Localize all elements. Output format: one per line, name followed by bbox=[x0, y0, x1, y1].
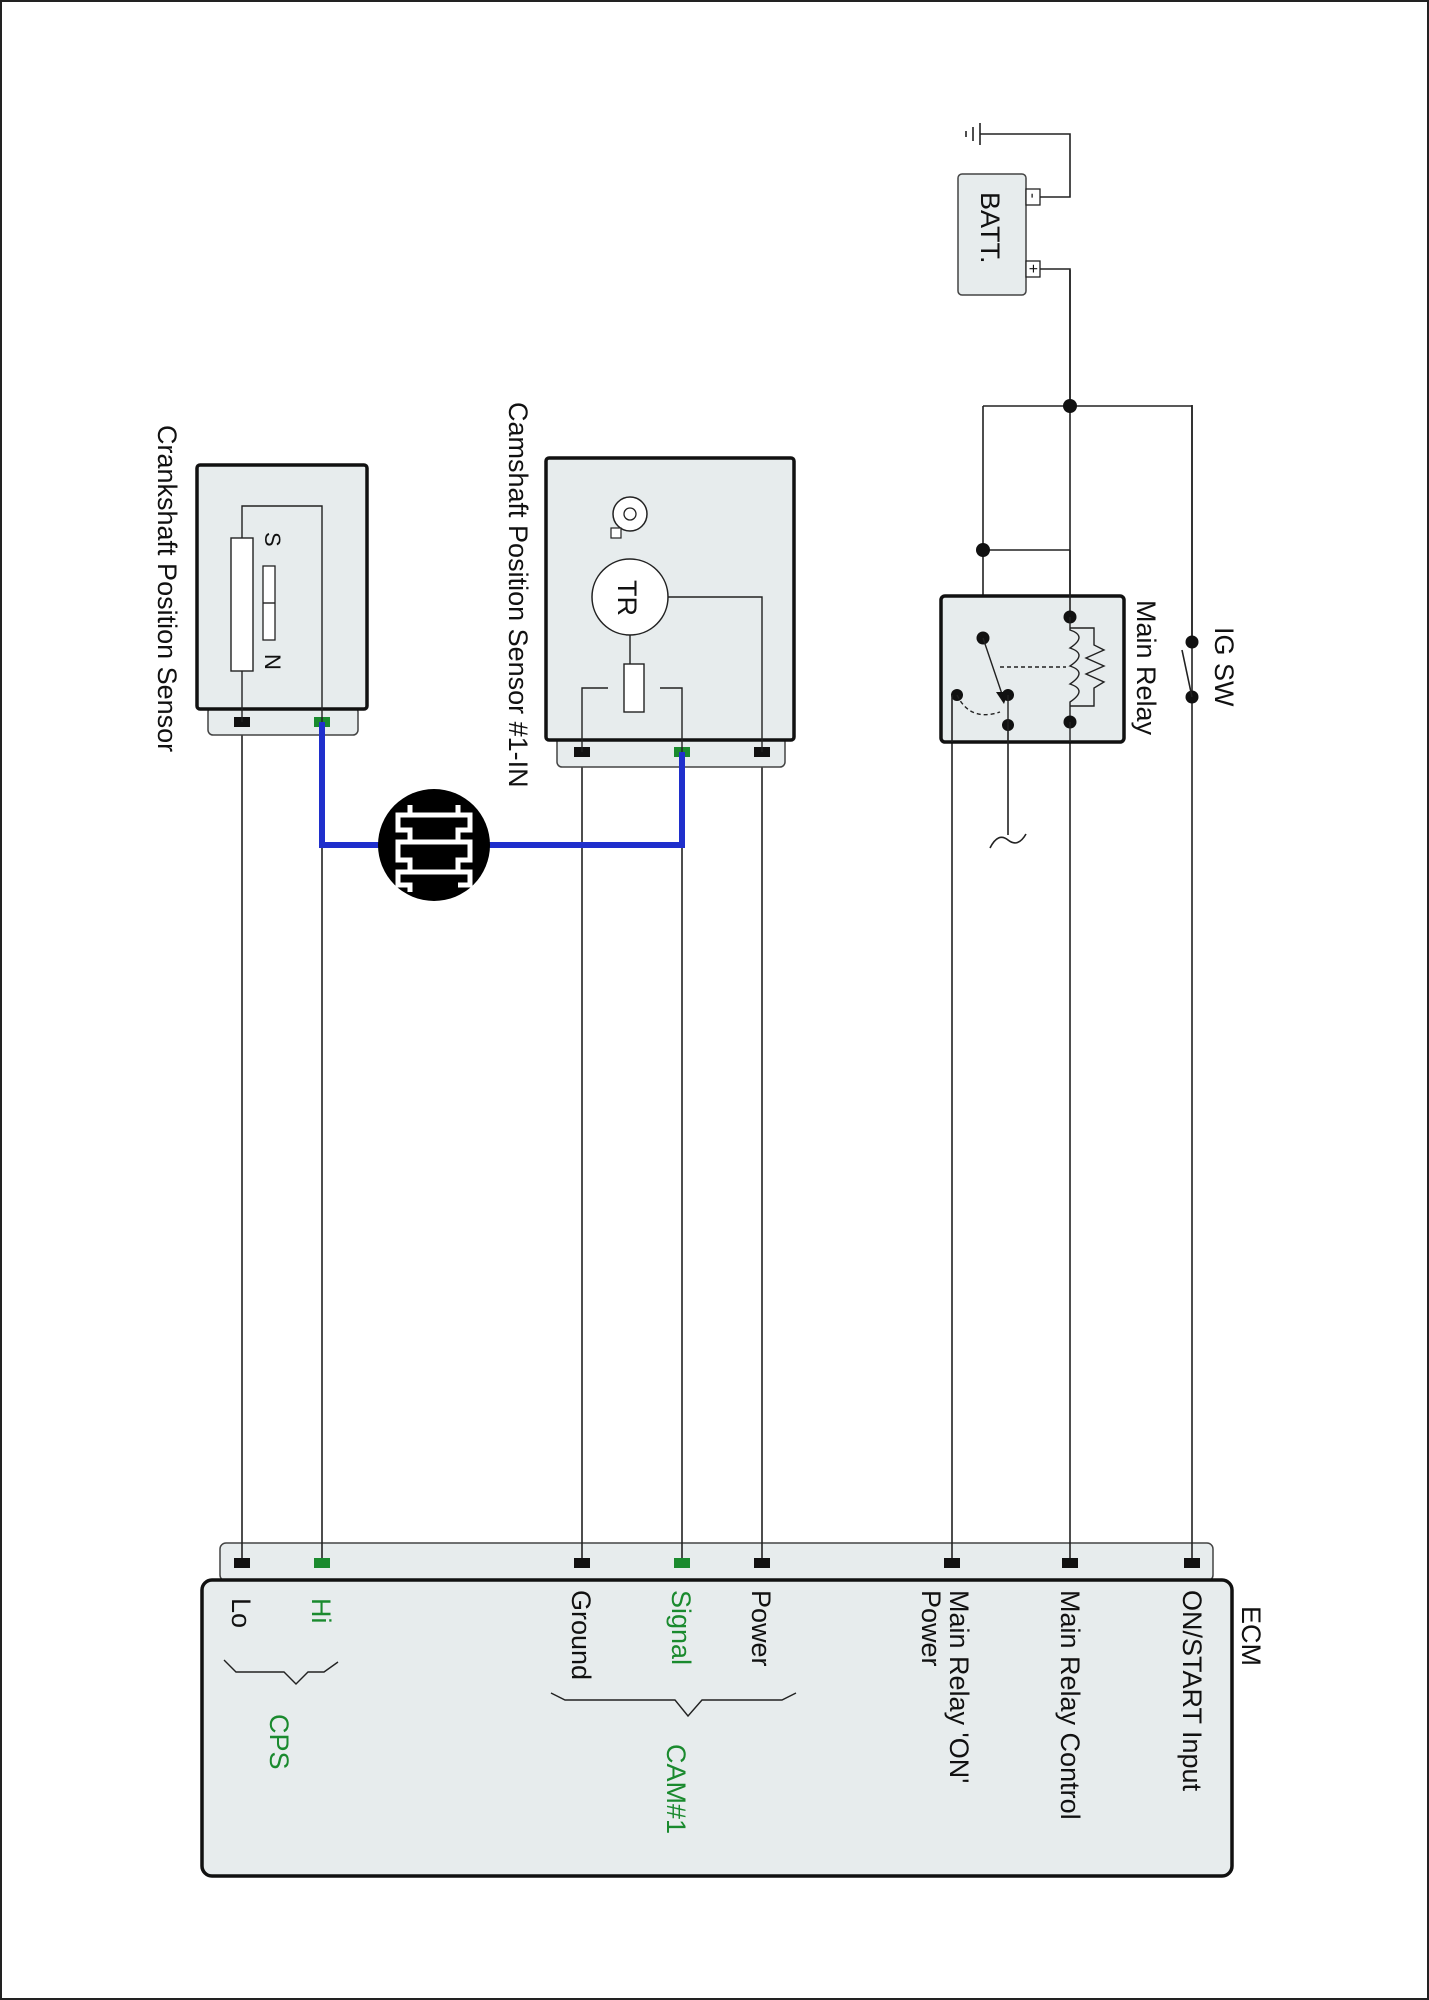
cam-magnet-tab bbox=[610, 527, 622, 539]
cam-group-brace bbox=[550, 1692, 797, 1718]
battery-minus-label: - bbox=[1024, 193, 1041, 198]
cam-group-label: CAM#1 bbox=[661, 1744, 691, 1834]
ecm-label-main-relay-on: Main Relay 'ON' bbox=[944, 1590, 974, 1783]
ecm-pin-signal bbox=[674, 1558, 690, 1568]
cps-sensor-box bbox=[195, 463, 369, 711]
cps-magnet-n: N bbox=[260, 654, 285, 670]
relay-output-wire-break bbox=[989, 725, 1027, 849]
cam-signal-internal bbox=[660, 687, 683, 752]
battery-positive-wire bbox=[1033, 268, 1071, 406]
cam-magnet-core bbox=[623, 507, 637, 521]
junction-dot-battery bbox=[1063, 399, 1077, 413]
ecm-pin-power bbox=[754, 1558, 770, 1568]
camshaft-sensor: TR Camshaft Position Sensor #1-IN bbox=[503, 402, 796, 788]
main-relay: Main Relay bbox=[939, 406, 1161, 849]
ecm-label-hi: Hi bbox=[306, 1598, 336, 1624]
ecm-label-signal: Signal bbox=[666, 1590, 696, 1665]
ig-sw-contact-top bbox=[1185, 635, 1199, 649]
signal-waveform-badge bbox=[378, 789, 490, 901]
ecm-label-main-relay-control: Main Relay Control bbox=[1055, 1590, 1085, 1820]
ecm-pin-ground bbox=[574, 1558, 590, 1568]
ecm-box bbox=[200, 1578, 1234, 1878]
battery-body bbox=[957, 173, 1027, 296]
battery: - + BATT. bbox=[957, 123, 1071, 406]
ecm-pin-hi bbox=[314, 1558, 330, 1568]
ecm-title: ECM bbox=[1236, 1606, 1266, 1666]
ig-sw-blade bbox=[1181, 649, 1193, 698]
ecm-pin-lo bbox=[234, 1558, 250, 1568]
cam-sensor-label: Camshaft Position Sensor #1-IN bbox=[503, 402, 533, 788]
cam-transistor-label: TR bbox=[612, 580, 642, 616]
cam-sensor-box bbox=[544, 456, 796, 742]
battery-plus-label: + bbox=[1024, 264, 1041, 273]
cam-power-internal bbox=[668, 596, 763, 752]
cps-hi-internal bbox=[241, 505, 323, 722]
junction-dot-relay bbox=[976, 543, 990, 557]
blue-signal-wire bbox=[319, 722, 685, 848]
battery-minus-terminal bbox=[1025, 188, 1041, 206]
battery-negative-wire bbox=[980, 133, 1071, 198]
battery-plus-terminal bbox=[1025, 260, 1041, 278]
ecm-pin-main-relay-control bbox=[1062, 1558, 1078, 1568]
cam-resistor bbox=[623, 663, 645, 713]
cps-group-label: CPS bbox=[264, 1714, 294, 1770]
cps-magnet-s: S bbox=[260, 532, 285, 547]
cps-group-brace bbox=[223, 1659, 339, 1685]
main-relay-label: Main Relay bbox=[1131, 600, 1161, 736]
ecm-label-ground: Ground bbox=[566, 1590, 596, 1680]
ecm-label-lo: Lo bbox=[226, 1598, 256, 1628]
ig-feed-wire bbox=[983, 405, 1193, 642]
cps-coil bbox=[230, 537, 254, 672]
ecm: ECM ON/START Input Main Relay Control Ma… bbox=[200, 1542, 1266, 1878]
waveform-icon bbox=[395, 805, 473, 892]
cps-connector-plate bbox=[207, 706, 359, 736]
ignition-switch: IG SW bbox=[983, 399, 1239, 707]
crankshaft-sensor: S N Crankshaft Position Sensor bbox=[152, 425, 369, 752]
ecm-pin-main-relay-on-power bbox=[944, 1558, 960, 1568]
relay-switch-blade bbox=[982, 637, 1005, 701]
cam-ground-internal bbox=[581, 687, 608, 752]
ecm-label-main-relay-power: Power bbox=[916, 1590, 946, 1667]
ecm-pin-on-start bbox=[1184, 1558, 1200, 1568]
ecm-label-on-start: ON/START Input bbox=[1177, 1590, 1207, 1792]
ig-sw-label: IG SW bbox=[1209, 627, 1239, 707]
ecm-label-power: Power bbox=[746, 1590, 776, 1667]
battery-label: BATT. bbox=[975, 192, 1005, 264]
relay-coil bbox=[1068, 617, 1080, 722]
relay-resistor bbox=[1070, 627, 1106, 707]
shared-signal-wire bbox=[319, 722, 685, 901]
cps-sensor-label: Crankshaft Position Sensor bbox=[152, 425, 182, 752]
